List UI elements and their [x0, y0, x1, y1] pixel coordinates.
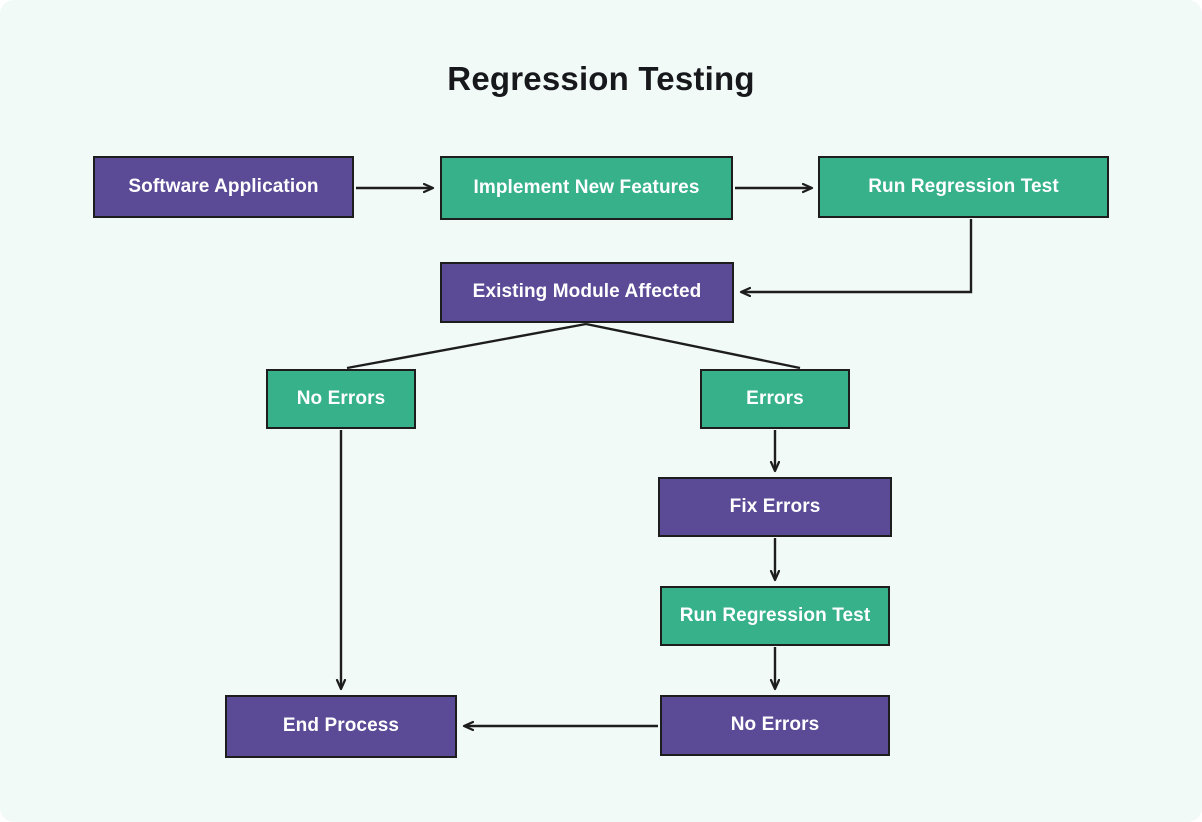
edge-run-regression-test-top-to-existing-module-affected [742, 219, 973, 292]
node-fix-errors[interactable]: Fix Errors [658, 477, 892, 537]
node-label: End Process [282, 715, 400, 737]
node-label: Errors [746, 387, 804, 409]
node-no-errors-bottom[interactable]: No Errors [660, 695, 890, 756]
node-no-errors-left[interactable]: No Errors [266, 369, 416, 429]
edge-existing-module-affected-to-errors [585, 322, 801, 370]
node-label: Implement New Features [473, 176, 700, 198]
node-implement-new-features[interactable]: Implement New Features [440, 156, 733, 220]
edge-existing-module-affected-to-no-errors-left [346, 322, 587, 370]
node-software-application[interactable]: Software Application [93, 156, 354, 218]
node-run-regression-test-bottom[interactable]: Run Regression Test [660, 586, 890, 646]
node-label: No Errors [296, 387, 386, 409]
node-run-regression-test-top[interactable]: Run Regression Test [818, 156, 1109, 218]
node-existing-module-affected[interactable]: Existing Module Affected [440, 262, 734, 323]
page-title: Regression Testing [447, 60, 755, 97]
node-label: No Errors [730, 714, 820, 736]
node-label: Fix Errors [729, 495, 821, 517]
node-label: Run Regression Test [868, 175, 1059, 197]
node-errors[interactable]: Errors [700, 369, 850, 429]
node-end-process[interactable]: End Process [225, 695, 457, 758]
node-label: Software Application [128, 175, 319, 197]
node-label: Existing Module Affected [472, 281, 702, 303]
node-label: Run Regression Test [679, 604, 871, 626]
